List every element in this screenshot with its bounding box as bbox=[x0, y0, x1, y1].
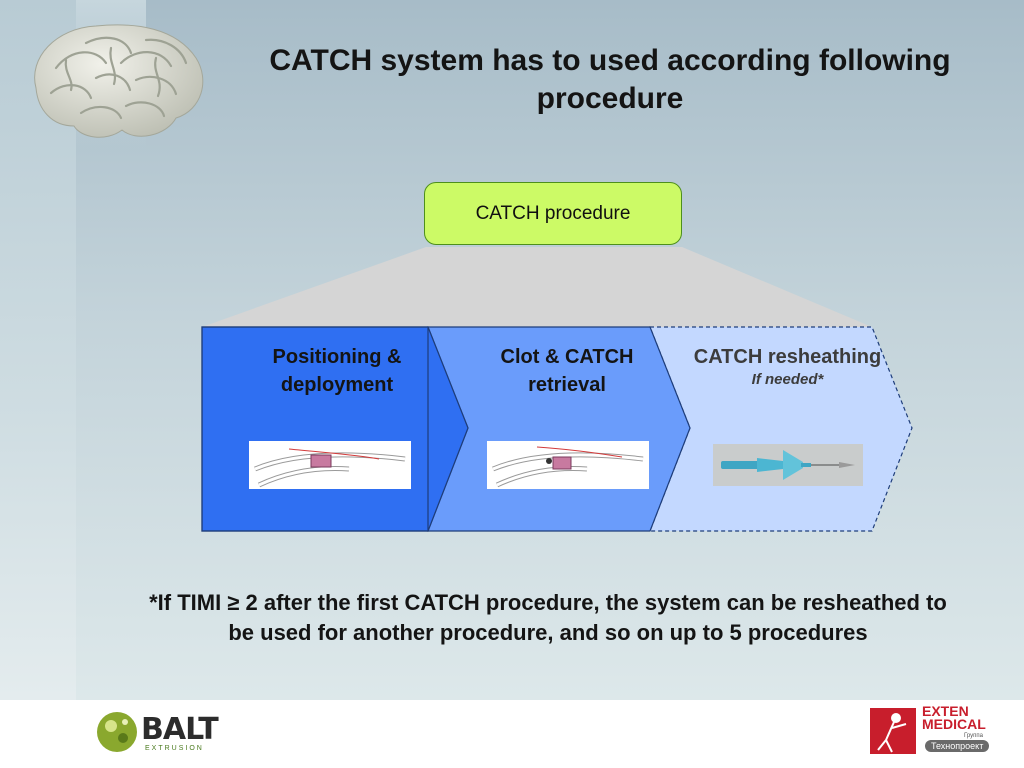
exten-medical-logo-text: EXTEN MEDICAL bbox=[922, 703, 986, 732]
positioning-image bbox=[249, 441, 411, 489]
step-resheathing-title: CATCH resheathing bbox=[693, 346, 882, 368]
retrieval-image bbox=[487, 441, 649, 489]
step-retrieval-label: Clot & CATCH retrieval bbox=[500, 346, 634, 396]
exten-medical-logo-icon bbox=[870, 708, 916, 754]
balt-logo-text: BALT bbox=[141, 712, 219, 747]
funnel-trapezoid bbox=[202, 247, 872, 327]
step-resheathing-label: CATCH resheathing If needed* bbox=[690, 343, 885, 389]
step-positioning-label: Positioning & deployment bbox=[272, 346, 402, 396]
footnote: *If TIMI ≥ 2 after the first CATCH proce… bbox=[149, 590, 947, 645]
exten-group-name: Технопроект bbox=[925, 740, 990, 752]
catch-procedure-box: CATCH procedure bbox=[424, 182, 682, 245]
slide-title: CATCH system has to used according follo… bbox=[269, 44, 951, 115]
exten-logo-line2: MEDICAL bbox=[922, 716, 986, 732]
brain-illustration bbox=[34, 24, 204, 138]
balt-logo-icon bbox=[97, 712, 137, 752]
step-resheathing-note: If needed* bbox=[751, 371, 824, 388]
footer bbox=[0, 700, 1024, 768]
balt-logo-subtitle: EXTRUSION bbox=[145, 745, 204, 752]
exten-group-label: Группа bbox=[964, 733, 984, 739]
exten-logo-line1: EXTEN bbox=[922, 703, 969, 719]
resheathing-image bbox=[713, 444, 863, 486]
